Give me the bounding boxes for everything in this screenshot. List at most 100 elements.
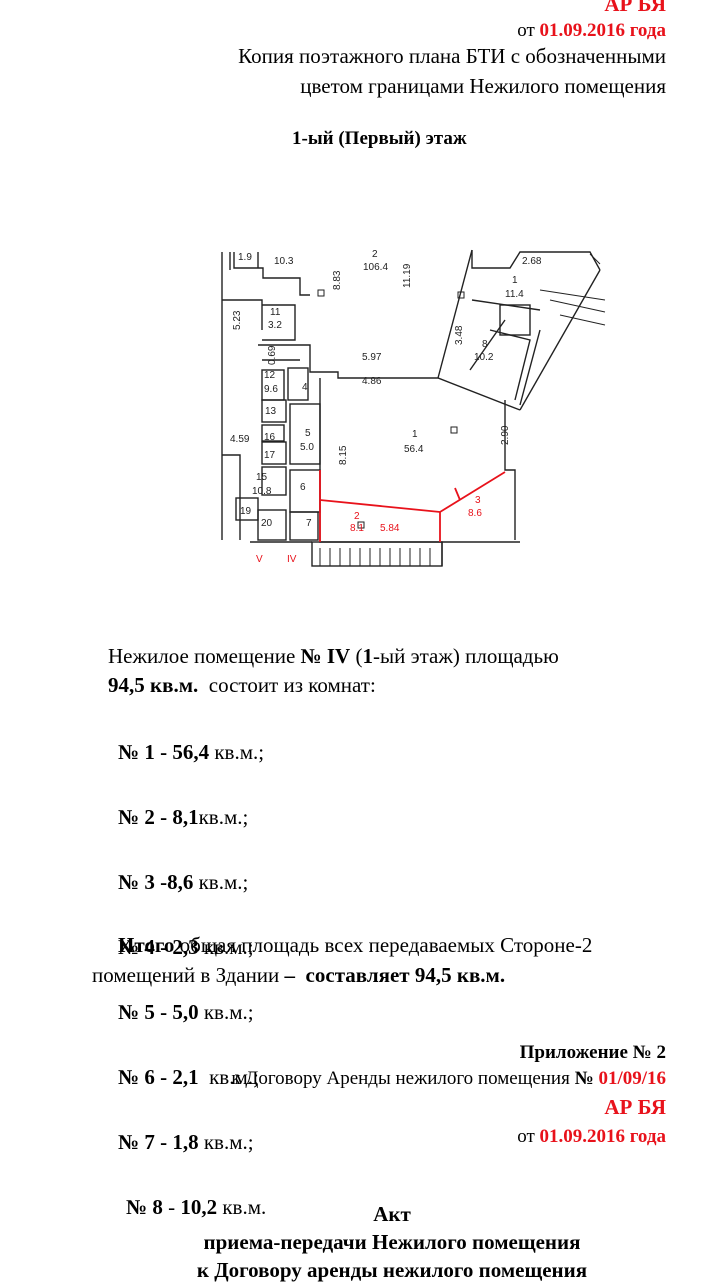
contract-ref-cut: АР БЯ xyxy=(604,0,666,16)
description-line-1: Нежилое помещение № IV (1-ый этаж) площа… xyxy=(108,644,559,669)
appendix-title: Приложение № 2 xyxy=(519,1042,666,1063)
label-3-2: 3.2 xyxy=(268,320,282,331)
header-date-value: 01.09.2016 года xyxy=(539,20,666,41)
total-dash: – xyxy=(284,963,301,987)
room-unit: кв.м.; xyxy=(198,1130,254,1154)
total-line-1: Итого общая площадь всех передаваемых Ст… xyxy=(118,933,592,958)
plan-stairs xyxy=(319,253,606,566)
label-room12-num: 12 xyxy=(264,370,276,381)
label-4-59: 4.59 xyxy=(230,434,250,445)
label-8-6: 8.6 xyxy=(468,508,482,519)
room-item: № 4 - 2,3 кв.м.; xyxy=(118,933,266,962)
act-line-2: приема-передачи Нежилого помещения xyxy=(203,1230,581,1254)
label-5-0: 5.0 xyxy=(300,442,314,453)
label-56-4: 56.4 xyxy=(404,444,424,455)
label-0-69: 0.69 xyxy=(267,345,278,365)
label-11-4: 11.4 xyxy=(505,289,524,300)
total-text-2: помещений в Здании xyxy=(92,963,285,987)
label-106-4: 106.4 xyxy=(363,262,388,273)
room-num: № 3 -8,6 xyxy=(118,870,194,894)
label-room15-num: 15 xyxy=(256,472,268,483)
room-item: № 6 - 2,1 кв.м.; xyxy=(118,1063,266,1092)
label-room2-num: 2 xyxy=(372,249,378,260)
label-2-90: 2.90 xyxy=(500,425,511,445)
appendix-no: № xyxy=(574,1068,599,1089)
label-room5-num: 5 xyxy=(305,428,311,439)
label-5-97: 5.97 xyxy=(362,352,382,363)
total-text: общая площадь всех передаваемых Стороне-… xyxy=(174,933,593,957)
floor-plan: 1.9 10.3 2 106.4 8.83 11.19 2.68 1 11.4 … xyxy=(221,249,606,567)
label-10-3: 10.3 xyxy=(274,256,294,267)
label-room20-num: 20 xyxy=(261,518,273,529)
room-num: № 4 - 2,3 xyxy=(118,935,199,959)
room-unit: кв.м.; xyxy=(198,1065,259,1089)
label-room3-num: 3 xyxy=(475,495,481,506)
room-item: № 3 -8,6 кв.м.; xyxy=(118,868,266,897)
label-8-83: 8.83 xyxy=(332,270,343,290)
desc-l1-a: Нежилое помещение xyxy=(108,644,301,668)
label-5-84: 5.84 xyxy=(380,523,400,534)
label-room4-num: 4 xyxy=(302,382,308,393)
label-8-15: 8.15 xyxy=(338,445,349,465)
rooms-list: № 1 - 56,4 кв.м.; № 2 - 8,1кв.м.; № 3 -8… xyxy=(118,702,266,1240)
plan-walls xyxy=(221,249,601,567)
room-unit: кв.м.; xyxy=(193,870,249,894)
label-room13-num: 13 xyxy=(265,406,277,417)
appendix-contract-number: 01/09/16 xyxy=(598,1068,666,1089)
label-room11-num: 11 xyxy=(270,307,281,318)
label-room7-num: 7 xyxy=(306,518,312,529)
room-unit: кв.м.; xyxy=(198,1000,254,1024)
desc-l1-e: -ый этаж) площадью xyxy=(372,644,559,668)
header-date-prefix: от xyxy=(517,20,535,41)
label-section-v: V xyxy=(256,554,263,565)
label-9-6: 9.6 xyxy=(264,384,278,395)
room-unit: кв.м.; xyxy=(198,935,254,959)
desc-l1-c: ( xyxy=(350,644,363,668)
label-5-23: 5.23 xyxy=(232,310,243,330)
total-line-2: помещений в Здании – составляет 94,5 кв.… xyxy=(92,963,505,988)
floor-title: 1-ый (Первый) этаж xyxy=(292,128,467,149)
total-value: составляет 94,5 кв.м. xyxy=(300,963,506,987)
plan-columns xyxy=(317,289,465,529)
desc-l2-b: состоит из комнат: xyxy=(198,673,376,697)
label-11-19: 11.19 xyxy=(402,263,413,288)
label-room1-top-num: 1 xyxy=(512,275,518,286)
room-num: № 5 - 5,0 xyxy=(118,1000,199,1024)
appendix-date: от 01.09.2016 года xyxy=(517,1126,666,1148)
header-date: от 01.09.2016 года xyxy=(517,20,666,42)
plan-labels: 1.9 10.3 2 106.4 8.83 11.19 2.68 1 11.4 … xyxy=(230,249,542,565)
room-num: № 1 - 56,4 xyxy=(118,740,210,764)
room-item: № 7 - 1,8 кв.м.; xyxy=(118,1128,266,1157)
room-num: № 2 - 8,1 xyxy=(118,805,199,829)
room-item: № 2 - 8,1кв.м.; xyxy=(118,803,266,832)
room-num: № 7 - 1,8 xyxy=(118,1130,199,1154)
label-4-86: 4.86 xyxy=(362,376,382,387)
title-line-2: цветом границами Нежилого помещения xyxy=(300,74,666,98)
appendix-date-prefix: от xyxy=(517,1126,540,1147)
label-room17-num: 17 xyxy=(264,450,276,461)
room-unit: кв.м. xyxy=(217,1195,267,1219)
room-item: № 5 - 5,0 кв.м.; xyxy=(118,998,266,1027)
label-room1-main-num: 1 xyxy=(412,429,418,440)
appendix-line-2: к Договору Аренды нежилого помещения № 0… xyxy=(231,1068,666,1090)
description-line-2: 94,5 кв.м. состоит из комнат: xyxy=(108,673,376,698)
label-room8-num: 8 xyxy=(482,339,488,350)
label-2-68: 2.68 xyxy=(522,256,542,267)
desc-l1-d: 1 xyxy=(362,644,373,668)
room-mid: - xyxy=(162,1195,181,1219)
label-room2-bottom-num: 2 xyxy=(354,511,360,522)
label-room16-num: 16 xyxy=(264,432,276,443)
title-line-1: Копия поэтажного плана БТИ с обозначенны… xyxy=(238,44,666,68)
label-section-iv: IV xyxy=(287,554,297,565)
act-title: Акт xyxy=(373,1202,411,1226)
appendix-contract-text: к Договору Аренды нежилого помещения xyxy=(231,1068,575,1089)
plan-red-boundary xyxy=(319,470,506,542)
desc-l1-b: № IV xyxy=(300,644,351,668)
desc-total-area: 94,5 кв.м. xyxy=(108,673,199,697)
label-8-1: 8.1 xyxy=(350,523,364,534)
total-label: Итого xyxy=(118,933,175,957)
room-item: № 8 - 10,2 кв.м. xyxy=(118,1193,266,1222)
room-num: № 6 - 2,1 xyxy=(118,1065,199,1089)
room-num-2: 10,2 xyxy=(180,1195,218,1219)
appendix-ref: АР БЯ xyxy=(604,1095,666,1119)
